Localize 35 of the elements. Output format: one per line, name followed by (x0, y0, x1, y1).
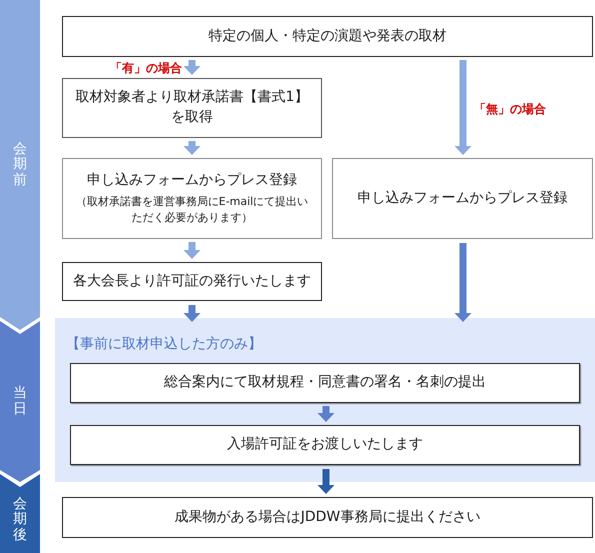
step-text: 申し込みフォームからプレス登録 (358, 188, 568, 208)
process-box (62, 158, 322, 239)
step-text: 各大会長より許可証の発行いたします (73, 272, 311, 291)
step-text: 特定の個人・特定の演題や発表の取材 (208, 26, 446, 46)
process-box (62, 497, 593, 538)
note-text: （取材承諾書を運営事務局にE-mailにて提出いただく必要があります） (74, 194, 310, 226)
phase-label: 会期前 (13, 142, 27, 188)
arrow (184, 60, 200, 75)
arrow (318, 469, 334, 494)
step-text: 申し込みフォームからプレス登録 (87, 171, 297, 190)
process-box (332, 158, 593, 239)
process-box (62, 262, 322, 301)
step-text: 取材対象者より取材承諾書【書式1】を取得 (74, 88, 310, 127)
arrow (318, 406, 334, 422)
arrow (184, 242, 200, 259)
phase-label: 会期後 (13, 496, 27, 544)
process-box (62, 78, 322, 138)
phase-band (0, 0, 40, 330)
panel-heading: 【事前に取材申込した方のみ】 (66, 335, 262, 353)
phase-band (0, 321, 40, 482)
phase-label: 当日 (13, 386, 27, 417)
arrow (454, 243, 472, 322)
step-text: 成果物がある場合はJDDW事務局に提出ください (174, 508, 480, 527)
phase-band (0, 474, 40, 553)
arrow (184, 305, 200, 322)
step-text: 入場許可証をお渡しいたします (227, 435, 423, 454)
process-box (70, 425, 580, 465)
arrow (184, 141, 200, 155)
highlight-panel (55, 318, 595, 482)
arrow (454, 60, 472, 155)
step-text: 総合案内にて取材規程・同意書の署名・名刺の提出 (164, 373, 486, 392)
edge-label: 「無」の場合 (474, 102, 546, 116)
edge-label: 「有」の場合 (110, 61, 182, 76)
process-box (62, 16, 593, 57)
process-box (70, 363, 580, 403)
